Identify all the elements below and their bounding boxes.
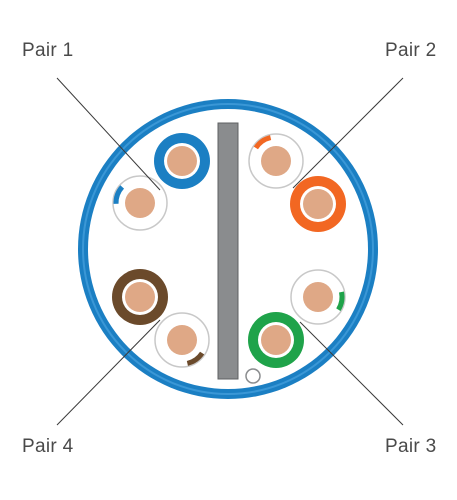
pair1-solid-blue-conductor — [154, 133, 210, 189]
cable-spline — [217, 122, 239, 380]
pair2-solid-orange-conductor — [290, 176, 346, 232]
leader-lines — [56, 77, 404, 426]
pair-3-label: Pair 3 — [385, 436, 437, 457]
pair3-solid-green-conductor — [248, 312, 304, 368]
pair-4-label: Pair 4 — [22, 436, 74, 457]
pair1-white-stripe-blue-conductor — [112, 175, 168, 231]
pair2-white-stripe-orange-conductor — [248, 133, 304, 189]
copper-core — [167, 146, 197, 176]
pair3-white-stripe-green-conductor — [290, 269, 346, 325]
conductor-stripe — [253, 135, 272, 150]
copper-core — [303, 282, 333, 312]
pair-3-leader — [299, 321, 404, 426]
ripcord — [245, 368, 261, 384]
conductors — [112, 133, 346, 368]
copper-core — [125, 188, 155, 218]
pair-4-leader — [56, 319, 161, 426]
pair-1-label: Pair 1 — [22, 40, 74, 61]
copper-core — [261, 146, 291, 176]
conductor-stripe — [186, 351, 205, 366]
pair-2-label: Pair 2 — [385, 40, 437, 61]
pair-1-leader — [56, 77, 161, 191]
copper-core — [125, 282, 155, 312]
pair-2-leader — [292, 77, 404, 189]
pair4-white-stripe-brown-conductor — [154, 312, 210, 368]
cable-jacket-rim — [82, 103, 374, 395]
pair4-solid-brown-conductor — [112, 269, 168, 325]
copper-core — [167, 325, 197, 355]
conductor-stripe — [336, 291, 345, 312]
copper-core — [303, 189, 333, 219]
conductor-stripe — [113, 185, 125, 204]
copper-core — [261, 325, 291, 355]
